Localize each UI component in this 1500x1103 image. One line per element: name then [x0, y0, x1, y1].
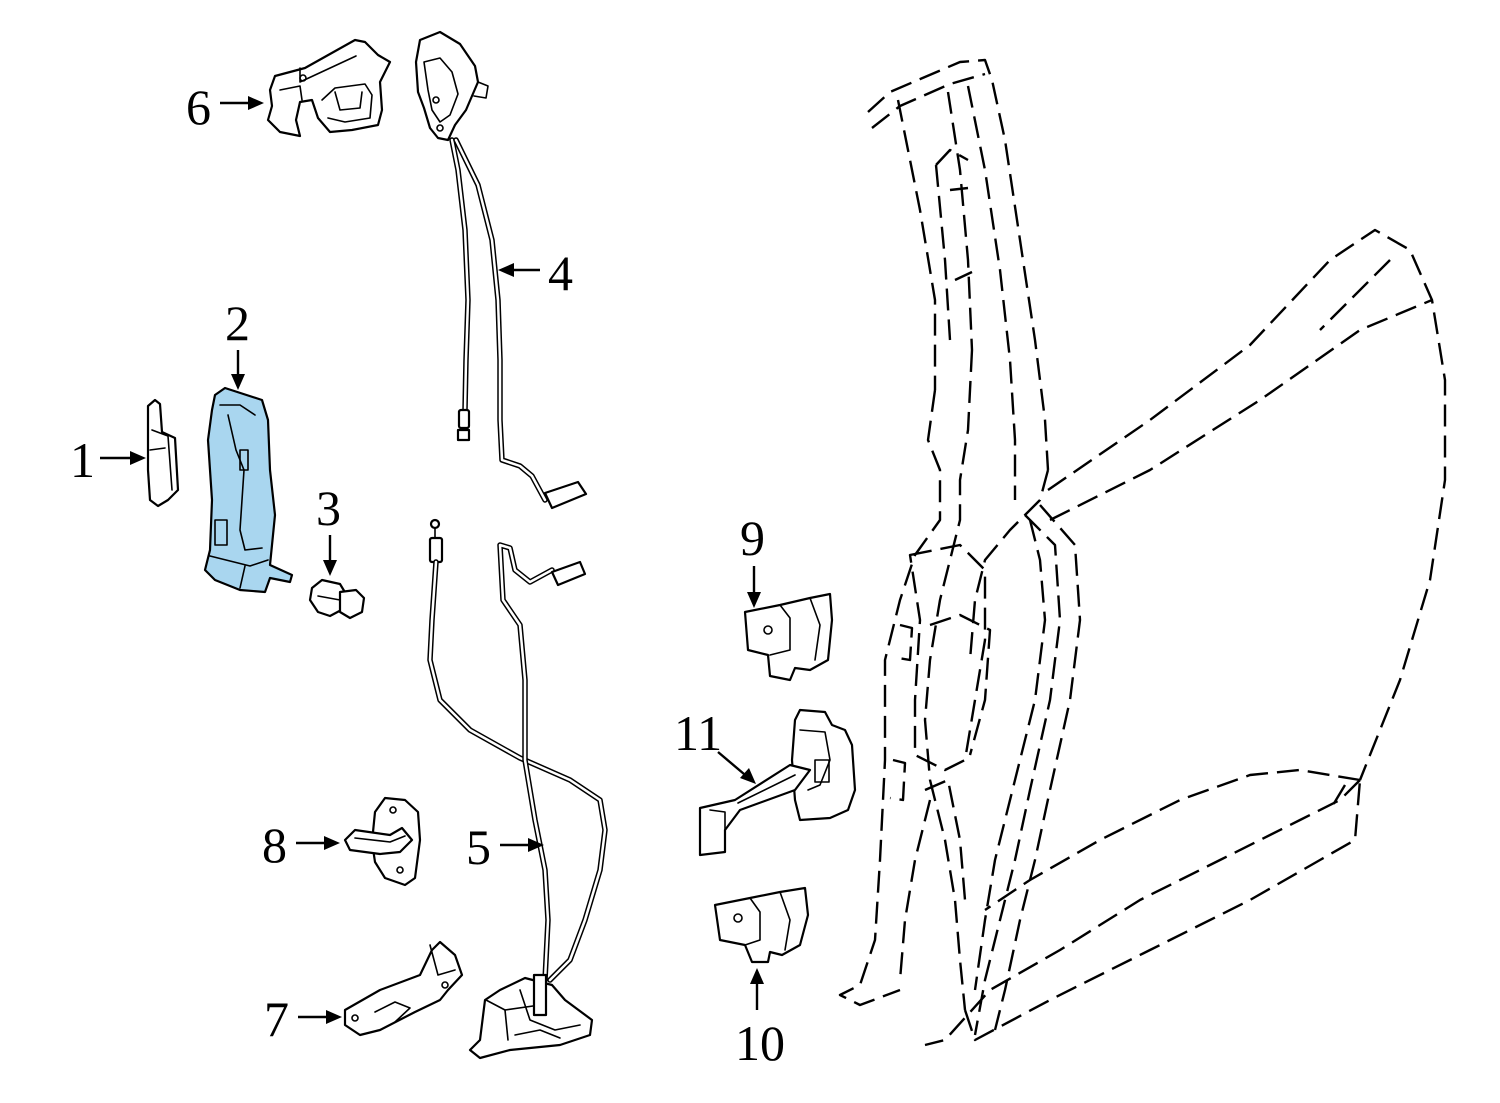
door-shell-outline: [838, 58, 1447, 1047]
arrow-5-head: [528, 838, 544, 852]
part-3-screw: [308, 578, 366, 620]
arrow-4-head: [498, 263, 514, 277]
part-9-hinge: [743, 592, 834, 682]
part-2-lock-bracket-highlighted: [203, 386, 294, 594]
arrow-11: [717, 751, 745, 775]
callout-labels: 1 2 3 4 5 6 7 8 9 10 11: [70, 79, 785, 1071]
arrow-3-head: [323, 560, 337, 576]
callout-10: 10: [735, 1015, 785, 1071]
arrow-6-head: [248, 96, 264, 110]
part-6-upper-lock-housing: [266, 38, 392, 138]
part-8-striker: [343, 796, 422, 887]
part-1-trim-cover: [146, 398, 180, 508]
callout-3: 3: [316, 480, 341, 536]
arrow-8-head: [324, 836, 340, 850]
part-11-door-check: [698, 708, 857, 857]
callout-6: 6: [186, 79, 211, 135]
arrow-7-head: [326, 1010, 342, 1024]
arrow-1-head: [130, 451, 146, 465]
arrow-2-head: [231, 374, 245, 390]
arrow-10-head: [750, 968, 764, 984]
callout-9: 9: [740, 510, 765, 566]
callout-7: 7: [264, 991, 289, 1047]
callout-4: 4: [548, 245, 573, 301]
callout-8: 8: [262, 817, 287, 873]
part-10-hinge: [713, 886, 810, 964]
part-5-door-latch-cables: [427, 518, 608, 1060]
part-4-lock-actuator-cables: [414, 30, 588, 510]
callout-arrows: [100, 96, 764, 1024]
part-7-striker-plate: [343, 940, 464, 1037]
callout-1: 1: [70, 432, 95, 488]
arrow-11-head: [740, 768, 756, 784]
callout-5: 5: [466, 819, 491, 875]
callout-11: 11: [674, 705, 722, 761]
callout-2: 2: [225, 295, 250, 351]
arrow-9-head: [747, 592, 761, 608]
